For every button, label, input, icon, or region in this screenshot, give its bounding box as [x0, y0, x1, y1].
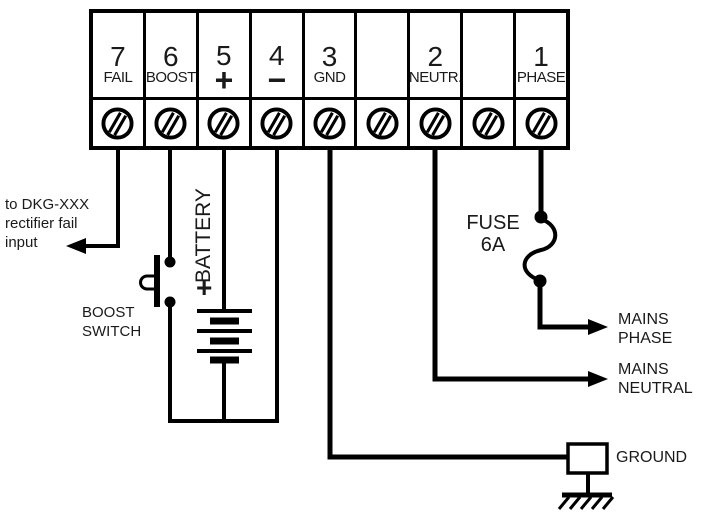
screw-terminal-icon [101, 106, 134, 140]
mains-neutral-line1: MAINS [618, 361, 669, 378]
fuse-line2: 6A [480, 234, 506, 256]
screw-terminal-icon [313, 106, 346, 140]
screw-terminal-icon [472, 106, 505, 140]
mains-phase-line1: MAINS [618, 311, 669, 328]
wire-fail-output [66, 150, 120, 254]
fuse-label: FUSE 6A [456, 212, 530, 256]
terminal-cell-1: 1 PHASE [513, 13, 567, 146]
fuse-line1: FUSE [466, 212, 520, 234]
arrow-right-icon [588, 371, 608, 387]
terminal-number: 2 [427, 41, 444, 72]
screw-terminal-icon [207, 106, 240, 140]
terminal-number: 7 [110, 41, 126, 72]
fail-note-line2: rectifier fail [5, 215, 78, 232]
terminal-cell-3: 3 GND [301, 13, 355, 146]
mains-neutral-line2: NEUTRAL [618, 380, 693, 397]
boost-switch-line1: BOOST [82, 304, 135, 321]
terminal-label: PHASE [516, 69, 566, 86]
terminal-label: GND [313, 69, 346, 86]
wire-battery-negative-bus [168, 150, 279, 423]
wire-ground [327, 150, 615, 510]
screw-terminal-icon [260, 106, 293, 140]
terminal-label-minus: − [267, 62, 287, 98]
battery-polarity-label: + [196, 272, 213, 303]
terminal-cell-7: 7 FAIL [93, 13, 143, 146]
ground-label: GROUND [616, 449, 688, 466]
screw-terminal-icon [366, 106, 399, 140]
terminal-number: 1 [533, 41, 549, 72]
mains-neutral-label: MAINS NEUTRAL [618, 360, 693, 398]
fail-note-line3: input [5, 234, 38, 251]
earth-hatching [557, 496, 615, 510]
ground-box [566, 442, 609, 475]
terminal-label: NEUTR. [410, 69, 461, 86]
push-button-plunger [139, 274, 154, 291]
mains-phase-line2: PHASE [618, 330, 673, 347]
screw-terminal-icon [154, 106, 187, 140]
terminal-number: 3 [321, 41, 338, 72]
battery-label: BATTERY [192, 188, 215, 283]
junction-dot [164, 256, 176, 268]
terminal-number: 6 [163, 41, 179, 72]
arrow-left-icon [66, 238, 86, 254]
arrow-right-icon [588, 319, 608, 335]
mains-phase-label: MAINS PHASE [618, 310, 672, 348]
terminal-cell-blank-b [460, 13, 514, 146]
fail-note-line1: to DKG-XXX [5, 196, 90, 213]
wire-mains-phase-fuse [522, 150, 608, 335]
boost-switch-label: BOOST SWITCH [82, 303, 141, 341]
terminal-label-plus: + [214, 62, 234, 98]
screw-terminal-icon [419, 106, 452, 140]
terminal-label: BOOST [145, 69, 196, 86]
terminal-cell-2: 2 NEUTR. [407, 13, 461, 146]
terminal-cell-5: 5 + [195, 13, 249, 146]
fail-note: to DKG-XXX rectifier fail input [5, 195, 89, 252]
terminal-number: 5 [215, 40, 232, 71]
fuse-wire-curve [522, 217, 558, 282]
terminal-cell-4: 4 − [248, 13, 302, 146]
terminal-cell-blank-a [354, 13, 408, 146]
wire-boost-switch [139, 150, 176, 421]
boost-switch-line2: SWITCH [82, 323, 142, 340]
terminal-block: 7 FAIL 6 BOOST [89, 9, 570, 150]
terminal-label: FAIL [103, 69, 133, 86]
terminal-cell-6: 6 BOOST [142, 13, 196, 146]
screw-terminal-icon [525, 106, 558, 140]
battery-symbol [197, 309, 252, 421]
terminal-number: 4 [268, 40, 285, 71]
wire-mains-neutral [432, 150, 608, 387]
